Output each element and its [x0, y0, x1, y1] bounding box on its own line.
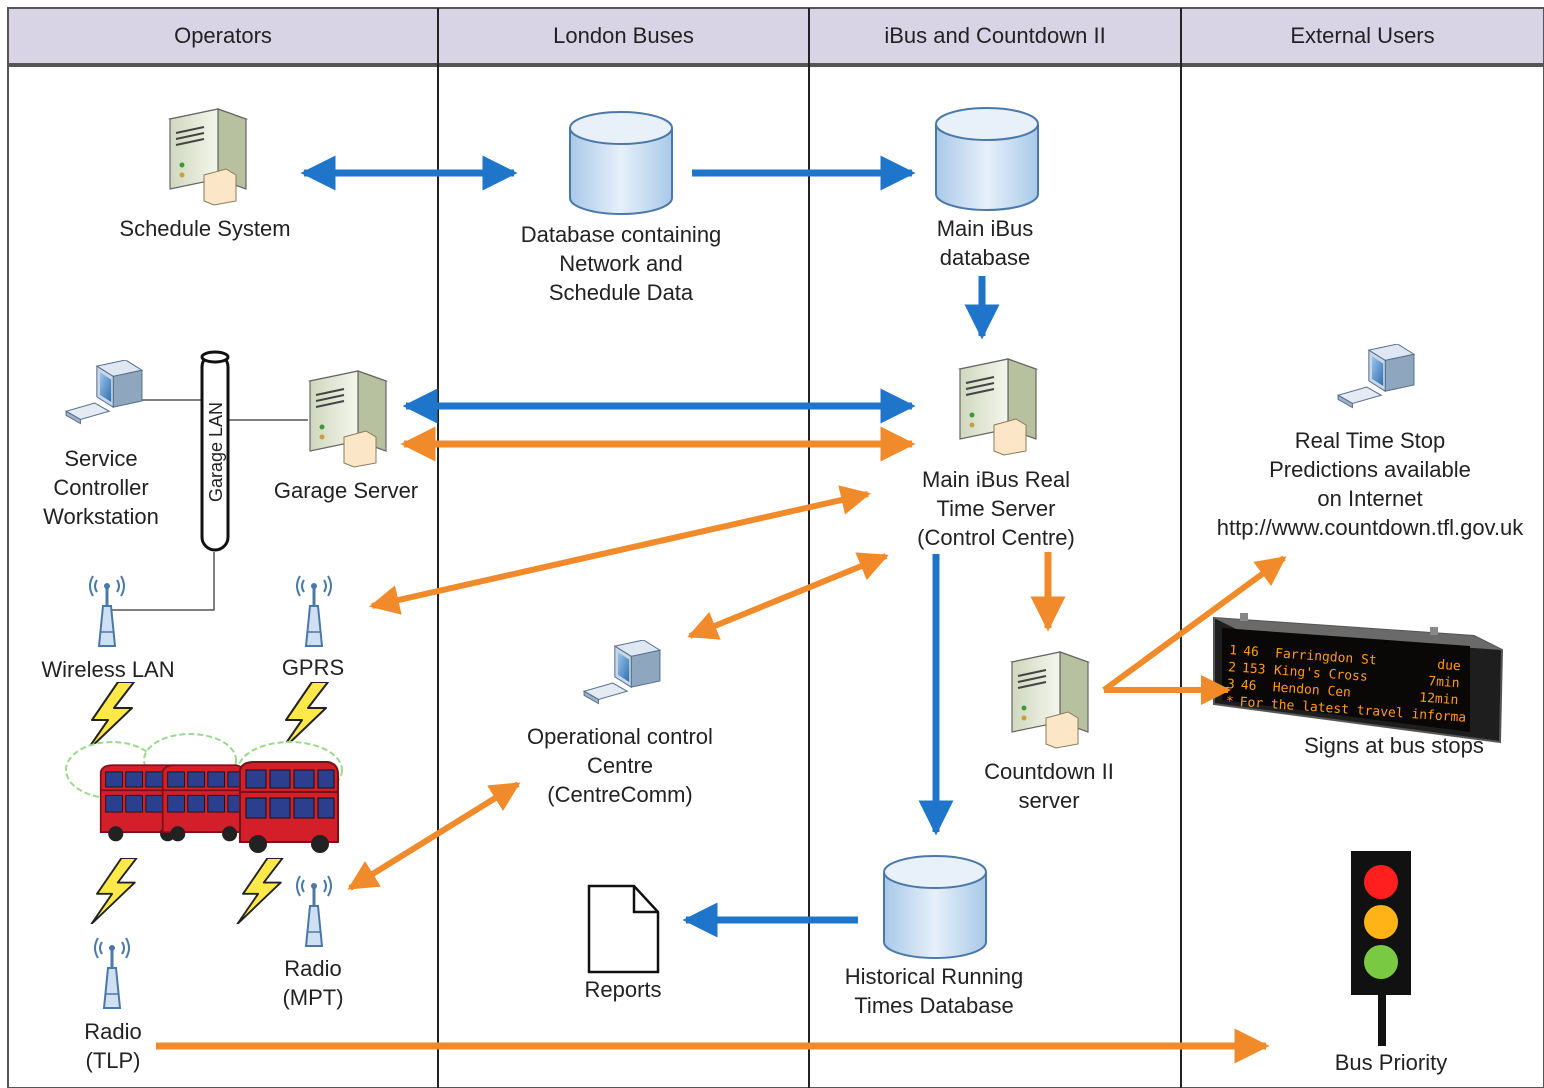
sign-row-route: 153	[1242, 661, 1266, 678]
bus-fleet-icon	[65, 733, 343, 855]
network-database-label: Database containing Network and Schedule…	[520, 222, 722, 305]
sign-row-time: due	[1437, 658, 1462, 675]
garage-server-label: Garage Server	[273, 478, 419, 503]
sign-row-route: 46	[1240, 678, 1257, 694]
real-time-predictions-label: Real Time Stop Predictions available on …	[1216, 428, 1524, 540]
lane-header-london-buses: London Buses	[553, 23, 694, 48]
sign-row-route: 46	[1243, 644, 1260, 660]
schedule-system-label: Schedule System	[119, 216, 291, 241]
lan-link-wireless	[107, 552, 215, 611]
signs-label: Signs at bus stops	[1304, 733, 1484, 758]
sign-row-number: 1	[1229, 643, 1238, 659]
arrow-radio-mpt-centrecomm	[347, 781, 521, 891]
arrow-gprs-main-server	[369, 485, 871, 615]
blue-arrows	[300, 155, 1000, 938]
garage-lan-label: Garage LAN	[206, 402, 226, 502]
main-ibus-database-label: Main iBus database	[936, 216, 1034, 270]
lane-header-external: External Users	[1290, 23, 1435, 48]
lane-header-ibus: iBus and Countdown II	[884, 23, 1106, 48]
bus-priority-label: Bus Priority	[1334, 1050, 1448, 1075]
operational-control-label: Operational control Centre (CentreComm)	[527, 724, 713, 807]
sign-row-number: 3	[1226, 677, 1235, 693]
countdown-server-label: Countdown II server	[984, 759, 1114, 813]
service-controller-label: Service Controller Workstation	[43, 446, 159, 529]
historical-db-label: Historical Running Times Database	[844, 964, 1024, 1018]
orange-arrows	[156, 426, 1287, 1064]
arrow-countdown-internet	[1102, 555, 1287, 693]
lane-header-band	[7, 7, 1544, 65]
main-ibus-database-icon	[935, 107, 1039, 211]
reports-document-icon	[587, 884, 660, 974]
radio-mpt-label: Radio (MPT)	[282, 956, 344, 1010]
reports-label: Reports	[584, 977, 662, 1002]
garage-lan-icon	[200, 350, 230, 552]
arrow-centrecomm-main-server	[687, 552, 889, 640]
sign-row-destination: Hendon Cen	[1272, 680, 1351, 700]
gprs-label: GPRS	[281, 655, 345, 680]
lane-header-operators: Operators	[174, 23, 272, 48]
bus-stop-sign-icon	[1213, 613, 1504, 744]
sign-row-time: 7min	[1428, 674, 1460, 691]
sign-row-number: 2	[1228, 660, 1237, 676]
network-database-icon	[569, 111, 673, 215]
main-ibus-server-label: Main iBus Real Time Server (Control Cent…	[917, 467, 1075, 550]
sign-row-destination: King's Cross	[1273, 663, 1368, 685]
wireless-lan-label: Wireless LAN	[41, 657, 175, 682]
sign-row-time: 12min	[1419, 691, 1459, 709]
radio-tlp-label: Radio (TLP)	[84, 1019, 142, 1073]
sign-row-destination: Farringdon St	[1275, 646, 1378, 668]
traffic-light-icon	[1351, 851, 1411, 1046]
historical-database-icon	[883, 855, 987, 959]
sign-row-number: *	[1225, 694, 1234, 710]
